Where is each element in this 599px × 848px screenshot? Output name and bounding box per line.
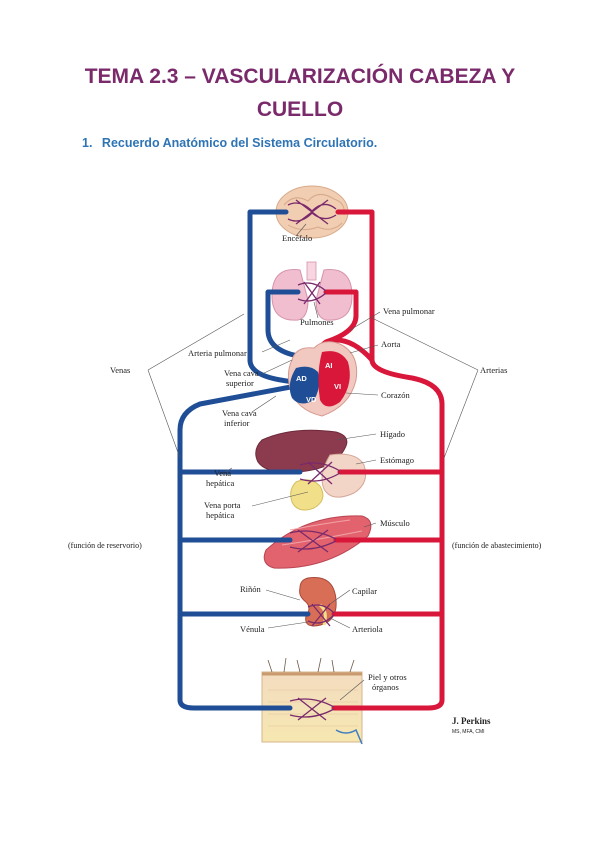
label-funcion-reservorio: (función de reservorio) bbox=[68, 541, 142, 550]
label-vena-hepatica-2: hepática bbox=[206, 478, 235, 488]
section-title: Recuerdo Anatómico del Sistema Circulato… bbox=[101, 136, 378, 150]
label-vena-cava-superior-1: Vena cava bbox=[224, 368, 259, 378]
page-title: TEMA 2.3 – VASCULARIZACIÓN CABEZA Y CUEL… bbox=[60, 60, 540, 126]
title-line-1: TEMA 2.3 – VASCULARIZACIÓN CABEZA Y bbox=[84, 65, 516, 88]
label-vena-pulmonar: Vena pulmonar bbox=[383, 306, 435, 316]
capillary-kidney bbox=[307, 603, 335, 627]
signature-credentials: MS, MFA, CMI bbox=[452, 729, 485, 735]
capillary-beds bbox=[287, 199, 341, 721]
heart-label-vi: VI bbox=[334, 382, 341, 391]
capillary-lungs bbox=[297, 281, 327, 305]
label-capilar: Capilar bbox=[352, 586, 377, 596]
label-rinon: Riñón bbox=[240, 584, 262, 594]
label-venula: Vénula bbox=[240, 624, 265, 634]
label-piel-2: órganos bbox=[372, 682, 399, 692]
label-funcion-abastecimiento: (función de abastecimiento) bbox=[452, 541, 542, 550]
venous-vessels bbox=[177, 209, 311, 711]
leader-lines bbox=[147, 223, 479, 701]
label-musculo: Músculo bbox=[380, 518, 410, 528]
lungs-organ bbox=[271, 261, 353, 321]
label-pulmones: Pulmones bbox=[300, 317, 334, 327]
label-vena-cava-inferior-1: Vena cava bbox=[222, 408, 257, 418]
section-number: 1. bbox=[82, 136, 93, 150]
label-higado: Hígado bbox=[380, 429, 405, 439]
arterial-vessels bbox=[315, 209, 445, 711]
label-arteria-pulmonar: Arteria pulmonar bbox=[188, 348, 247, 358]
muscle-organ bbox=[263, 515, 372, 569]
title-line-2: CUELLO bbox=[256, 98, 344, 121]
heart-label-ad: AD bbox=[296, 374, 307, 383]
label-arterias: Arterias bbox=[480, 365, 507, 375]
section-heading: 1. Recuerdo Anatómico del Sistema Circul… bbox=[82, 136, 377, 150]
label-corazon: Corazón bbox=[381, 390, 411, 400]
capillary-skin bbox=[289, 697, 335, 721]
label-estomago: Estómago bbox=[380, 455, 414, 465]
capillary-muscle bbox=[289, 529, 337, 553]
signature-name: J. Perkins bbox=[452, 716, 491, 726]
capillary-brain bbox=[287, 199, 337, 225]
heart-label-ai: AI bbox=[325, 361, 333, 370]
circulatory-system-diagram: AD AI VD VI Encéfalo Pulmones Vena pulmo… bbox=[68, 185, 542, 745]
label-piel-1: Piel y otros bbox=[368, 672, 407, 682]
label-encefalo: Encéfalo bbox=[282, 233, 312, 243]
heart-label-vd: VD bbox=[306, 395, 317, 404]
label-vena-hepatica-1: Vena bbox=[214, 468, 231, 478]
label-vena-porta-2: hepática bbox=[206, 510, 235, 520]
artist-signature: J. Perkins MS, MFA, CMI bbox=[452, 716, 491, 735]
diagram-labels: Encéfalo Pulmones Vena pulmonar Aorta Ar… bbox=[68, 233, 542, 692]
label-venas: Venas bbox=[110, 365, 130, 375]
label-vena-cava-superior-2: superior bbox=[226, 378, 254, 388]
stomach-organ bbox=[290, 453, 367, 511]
label-arteriola: Arteriola bbox=[352, 624, 383, 634]
label-vena-cava-inferior-2: inferior bbox=[224, 418, 250, 428]
heart: AD AI VD VI bbox=[287, 341, 358, 417]
skin-organ bbox=[261, 657, 363, 745]
label-vena-porta-1: Vena porta bbox=[204, 500, 241, 510]
label-aorta: Aorta bbox=[381, 339, 401, 349]
capillary-liver bbox=[299, 461, 341, 485]
